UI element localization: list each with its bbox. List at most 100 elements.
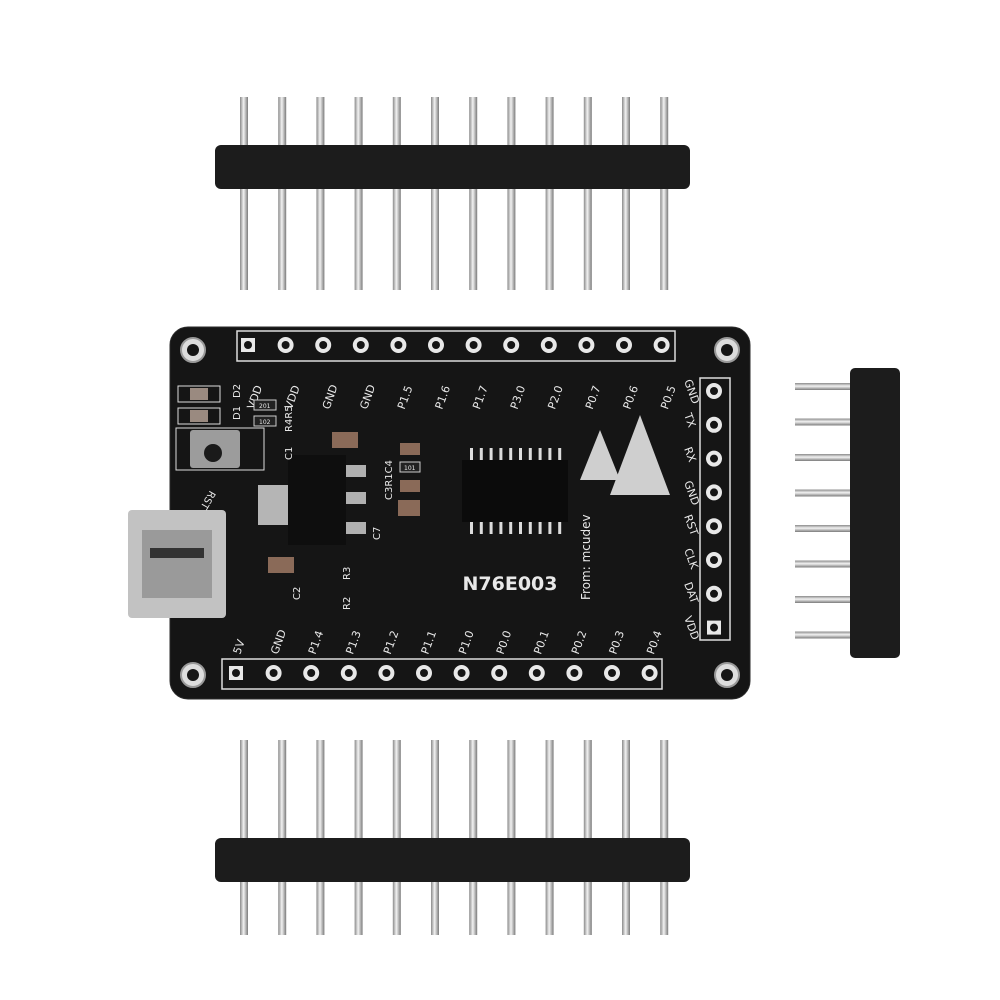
header-pin (545, 97, 554, 290)
bottom-pads (229, 665, 658, 681)
logo (580, 415, 670, 495)
pin-hole (356, 341, 365, 349)
pin-hole (507, 341, 516, 349)
chip-leg (489, 522, 493, 534)
chip-leg (519, 448, 522, 460)
pin-hole (657, 341, 666, 349)
pin-hole (281, 341, 290, 349)
chip-leg (470, 522, 473, 534)
pin-hole (469, 341, 478, 349)
label-c3r1c4: C3R1C4 (384, 460, 395, 500)
top-pin-header (215, 97, 690, 290)
header-pin (316, 740, 325, 935)
label-d1: D1 (232, 406, 243, 420)
header-pin (795, 631, 890, 639)
header-pin (795, 454, 890, 461)
pin-hole (710, 589, 718, 598)
label-c1: C1 (284, 447, 295, 460)
chip-leg (519, 522, 522, 534)
pin-hole (710, 454, 718, 463)
chip-leg (470, 448, 473, 460)
pin-hole (620, 341, 628, 349)
capacitor-c7 (398, 500, 420, 516)
pin-hole (710, 387, 718, 395)
header-pin (354, 97, 363, 290)
chip-leg (548, 448, 552, 460)
resistor-r4 (253, 415, 277, 427)
chip-leg (528, 448, 532, 460)
pin-hole (710, 623, 718, 632)
right-header-outline (699, 377, 731, 641)
pin-hole (344, 669, 353, 677)
capacitor-c1 (332, 432, 358, 448)
mounting-holes (180, 337, 740, 688)
resistor-code-2: 102 (259, 419, 271, 426)
label-d2: D2 (232, 384, 243, 398)
pin-hole (710, 420, 718, 429)
chip-leg (509, 522, 513, 534)
chip-leg (489, 448, 493, 460)
pin-hole (382, 669, 391, 677)
header-plastic-bar (850, 368, 900, 658)
header-pin (545, 740, 554, 935)
header-pin (278, 97, 287, 290)
top-header-outline (236, 330, 676, 362)
resistor-code-1: 201 (259, 403, 271, 410)
pin-label: 5V (231, 637, 248, 656)
pin-hole (244, 341, 252, 349)
header-pin (278, 740, 287, 935)
chip-leg (509, 448, 513, 460)
header-pin (795, 560, 890, 568)
capacitor-c3 (400, 443, 420, 455)
label-r4r5: R4R5 (284, 405, 295, 432)
chip-leg (499, 448, 503, 460)
credit-text: From: mcudev (579, 514, 593, 600)
label-c7: C7 (372, 527, 383, 540)
pin-hole (495, 669, 504, 677)
mcu-chip (462, 448, 568, 534)
capacitor-c4 (400, 480, 420, 492)
header-pin (354, 740, 363, 935)
chip-label: N76E003 (463, 573, 558, 595)
chip-leg (548, 522, 552, 534)
pin-hole (710, 488, 718, 497)
pin-label: TX (681, 410, 699, 429)
header-pin (583, 97, 592, 290)
header-pin (431, 97, 439, 290)
right-pads (706, 383, 722, 635)
chip-leg (538, 522, 542, 534)
usb-port[interactable] (128, 510, 226, 618)
led-d2 (177, 385, 221, 403)
label-r3: R3 (342, 567, 353, 580)
resistor-r5 (253, 399, 277, 411)
led-d1 (177, 407, 221, 425)
capacitor-c2 (268, 557, 294, 573)
header-plastic-bar (215, 838, 690, 882)
pin-hole (608, 669, 616, 677)
header-pin (240, 740, 248, 935)
header-pin (469, 97, 478, 290)
header-pin (431, 740, 439, 935)
header-pin (507, 740, 516, 935)
header-pin (622, 740, 630, 935)
header-pin (316, 97, 325, 290)
chip-leg (479, 522, 483, 534)
chip-leg (558, 522, 562, 534)
pin-hole (570, 669, 579, 677)
mounting-hole-centers (187, 344, 733, 681)
bottom-header-outline (221, 658, 663, 690)
reset-button[interactable] (175, 427, 265, 471)
header-pin (469, 740, 478, 935)
pin-hole (420, 669, 428, 677)
header-pin (392, 740, 401, 935)
pin-hole (710, 522, 718, 531)
resistor-r1 (399, 461, 421, 473)
chip-leg (538, 448, 542, 460)
pin-hole (544, 341, 553, 349)
chip-leg (528, 522, 532, 534)
header-pin (795, 418, 890, 426)
header-pin (795, 383, 890, 390)
